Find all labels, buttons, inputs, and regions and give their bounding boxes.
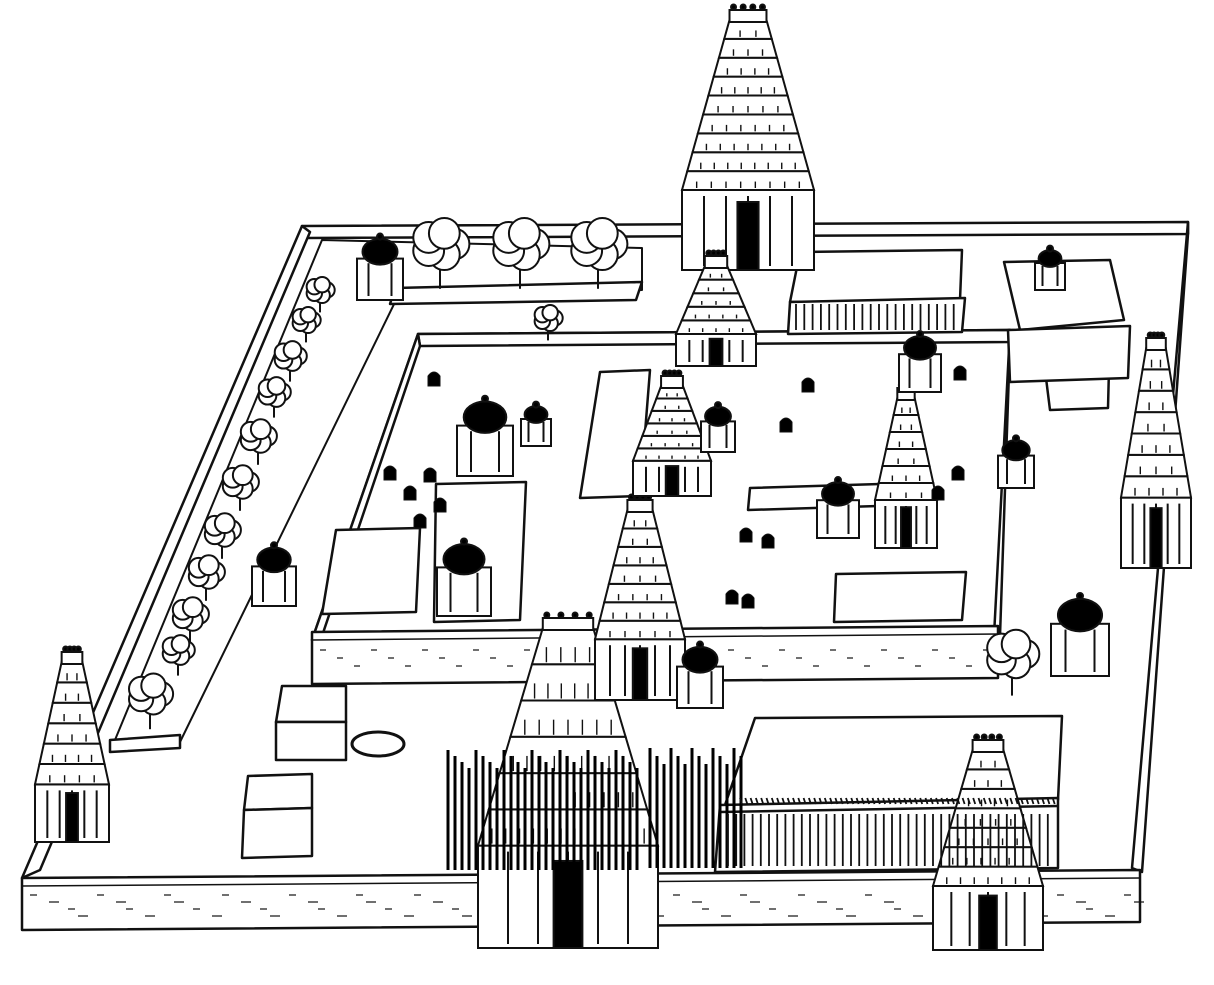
dark-grove <box>446 748 743 870</box>
north-gateway-gopuram <box>674 249 758 367</box>
front-mandapa-small <box>240 684 348 860</box>
inner-gateway-gopuram <box>593 493 687 702</box>
inner-shrine-tower <box>631 369 713 497</box>
main-vimana-tower <box>680 3 816 271</box>
inner-right-shrine-tower <box>873 381 939 550</box>
garden-trees <box>128 216 1041 730</box>
right-side-shrine-court <box>1002 258 1132 412</box>
hall-colonnades <box>727 304 1056 866</box>
tank-well <box>350 730 406 758</box>
corner-gopuram-northeast <box>1119 331 1193 570</box>
corner-gopuram-southwest <box>33 645 111 844</box>
detail-layer <box>30 3 1193 951</box>
corner-gopuram-southeast <box>931 733 1045 951</box>
small-shrines <box>251 232 1110 709</box>
courtyard-idols <box>383 365 967 609</box>
